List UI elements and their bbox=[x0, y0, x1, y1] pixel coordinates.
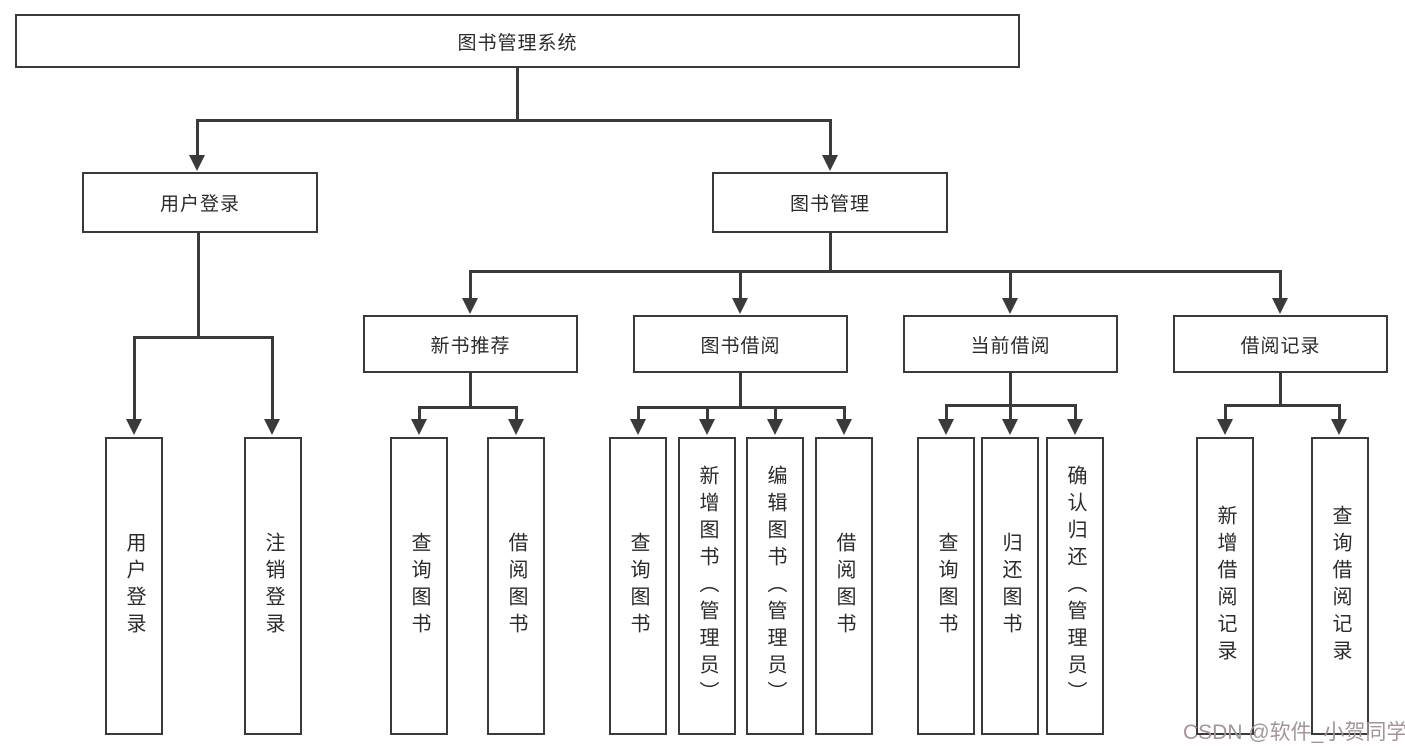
leaf-borrow-edit-books-admin: 编辑图书（管理员） bbox=[746, 437, 804, 735]
connector-line bbox=[469, 373, 472, 408]
node-book-borrow: 图书借阅 bbox=[633, 315, 848, 373]
connector-line bbox=[1074, 404, 1077, 420]
leaf-borrow-borrow-books-label: 借阅图书 bbox=[833, 532, 855, 640]
connector-line bbox=[196, 119, 199, 156]
arrowhead-icon bbox=[699, 419, 715, 435]
connector-line bbox=[516, 68, 519, 120]
connector-line bbox=[1009, 270, 1012, 299]
connector-line bbox=[829, 119, 832, 156]
leaf-borrow-add-books-admin: 新增图书（管理员） bbox=[678, 437, 736, 735]
connector-line bbox=[1279, 373, 1282, 406]
leaf-logout-label: 注销登录 bbox=[262, 532, 284, 640]
connector-line bbox=[774, 406, 777, 420]
arrowhead-icon bbox=[1002, 298, 1018, 314]
connector-line bbox=[1224, 404, 1227, 420]
leaf-borrow-query-books-label: 查询图书 bbox=[627, 532, 649, 640]
connector-line bbox=[739, 373, 742, 408]
connector-line bbox=[271, 336, 274, 420]
connector-line bbox=[418, 406, 421, 420]
connector-line bbox=[739, 270, 742, 299]
leaf-borrow-borrow-books: 借阅图书 bbox=[815, 437, 873, 735]
leaf-records-query-record-label: 查询借阅记录 bbox=[1329, 505, 1351, 667]
node-borrow-records-label: 借阅记录 bbox=[1240, 335, 1321, 357]
arrowhead-icon bbox=[1002, 419, 1018, 435]
connector-line bbox=[843, 406, 846, 420]
connector-line bbox=[637, 406, 845, 409]
arrowhead-icon bbox=[411, 419, 427, 435]
arrowhead-icon bbox=[1067, 419, 1083, 435]
leaf-borrow-query-books: 查询图书 bbox=[609, 437, 667, 735]
arrowhead-icon bbox=[1272, 298, 1288, 314]
leaf-recommend-borrow-books-label: 借阅图书 bbox=[505, 532, 527, 640]
node-root-label: 图书管理系统 bbox=[457, 32, 578, 54]
arrowhead-icon bbox=[767, 419, 783, 435]
connector-line bbox=[469, 270, 1281, 273]
leaf-current-confirm-return-admin-label: 确认归还（管理员） bbox=[1064, 464, 1086, 708]
connector-line bbox=[197, 233, 200, 338]
leaf-current-return-books: 归还图书 bbox=[981, 437, 1039, 735]
node-user-login-label: 用户登录 bbox=[159, 194, 240, 215]
connector-line bbox=[1224, 404, 1340, 407]
arrowhead-icon bbox=[836, 419, 852, 435]
connector-line bbox=[418, 406, 517, 409]
leaf-user-login-label: 用户登录 bbox=[123, 532, 145, 640]
leaf-recommend-borrow-books: 借阅图书 bbox=[487, 437, 545, 735]
connector-line bbox=[515, 406, 518, 420]
connector-line bbox=[637, 406, 640, 420]
connector-line bbox=[1279, 270, 1282, 299]
node-borrow-records: 借阅记录 bbox=[1173, 315, 1388, 373]
arrowhead-icon bbox=[189, 155, 205, 171]
leaf-records-add-record-label: 新增借阅记录 bbox=[1214, 505, 1236, 667]
node-book-borrow-label: 图书借阅 bbox=[700, 335, 781, 357]
node-book-management: 图书管理 bbox=[712, 172, 948, 233]
arrowhead-icon bbox=[630, 419, 646, 435]
connector-line bbox=[133, 336, 136, 420]
leaf-current-return-books-label: 归还图书 bbox=[999, 532, 1021, 640]
node-new-book-recommend: 新书推荐 bbox=[363, 315, 578, 373]
arrowhead-icon bbox=[938, 419, 954, 435]
connector-line bbox=[1009, 373, 1012, 406]
connector-line bbox=[196, 119, 831, 122]
arrowhead-icon bbox=[1217, 419, 1233, 435]
leaf-borrow-edit-books-admin-label: 编辑图书（管理员） bbox=[764, 464, 786, 708]
node-current-borrow: 当前借阅 bbox=[903, 315, 1118, 373]
leaf-recommend-query-books: 查询图书 bbox=[390, 437, 448, 735]
arrowhead-icon bbox=[1331, 419, 1347, 435]
leaf-current-confirm-return-admin: 确认归还（管理员） bbox=[1046, 437, 1104, 735]
leaf-borrow-add-books-admin-label: 新增图书（管理员） bbox=[696, 464, 718, 708]
leaf-recommend-query-books-label: 查询图书 bbox=[408, 532, 430, 640]
leaf-user-login: 用户登录 bbox=[105, 437, 163, 735]
leaf-records-add-record: 新增借阅记录 bbox=[1196, 437, 1254, 735]
arrowhead-icon bbox=[264, 419, 280, 435]
node-book-management-label: 图书管理 bbox=[789, 194, 870, 215]
leaf-logout: 注销登录 bbox=[244, 437, 302, 735]
arrowhead-icon bbox=[508, 419, 524, 435]
leaf-current-query-books: 查询图书 bbox=[917, 437, 975, 735]
node-new-book-recommend-label: 新书推荐 bbox=[430, 335, 511, 357]
connector-line bbox=[1338, 404, 1341, 420]
arrowhead-icon bbox=[732, 298, 748, 314]
connector-line bbox=[469, 270, 472, 299]
connector-line bbox=[133, 336, 273, 339]
connector-line bbox=[706, 406, 709, 420]
connector-line bbox=[945, 404, 948, 420]
node-root: 图书管理系统 bbox=[15, 14, 1020, 68]
arrowhead-icon bbox=[822, 155, 838, 171]
node-user-login: 用户登录 bbox=[82, 172, 318, 233]
connector-line bbox=[1009, 404, 1012, 420]
connector-line bbox=[829, 233, 832, 272]
leaf-records-query-record: 查询借阅记录 bbox=[1311, 437, 1369, 735]
csdn-watermark: CSDN @软件_小贺同学 bbox=[1183, 721, 1405, 744]
node-current-borrow-label: 当前借阅 bbox=[970, 335, 1051, 357]
leaf-current-query-books-label: 查询图书 bbox=[935, 532, 957, 640]
arrowhead-icon bbox=[462, 298, 478, 314]
arrowhead-icon bbox=[126, 419, 142, 435]
